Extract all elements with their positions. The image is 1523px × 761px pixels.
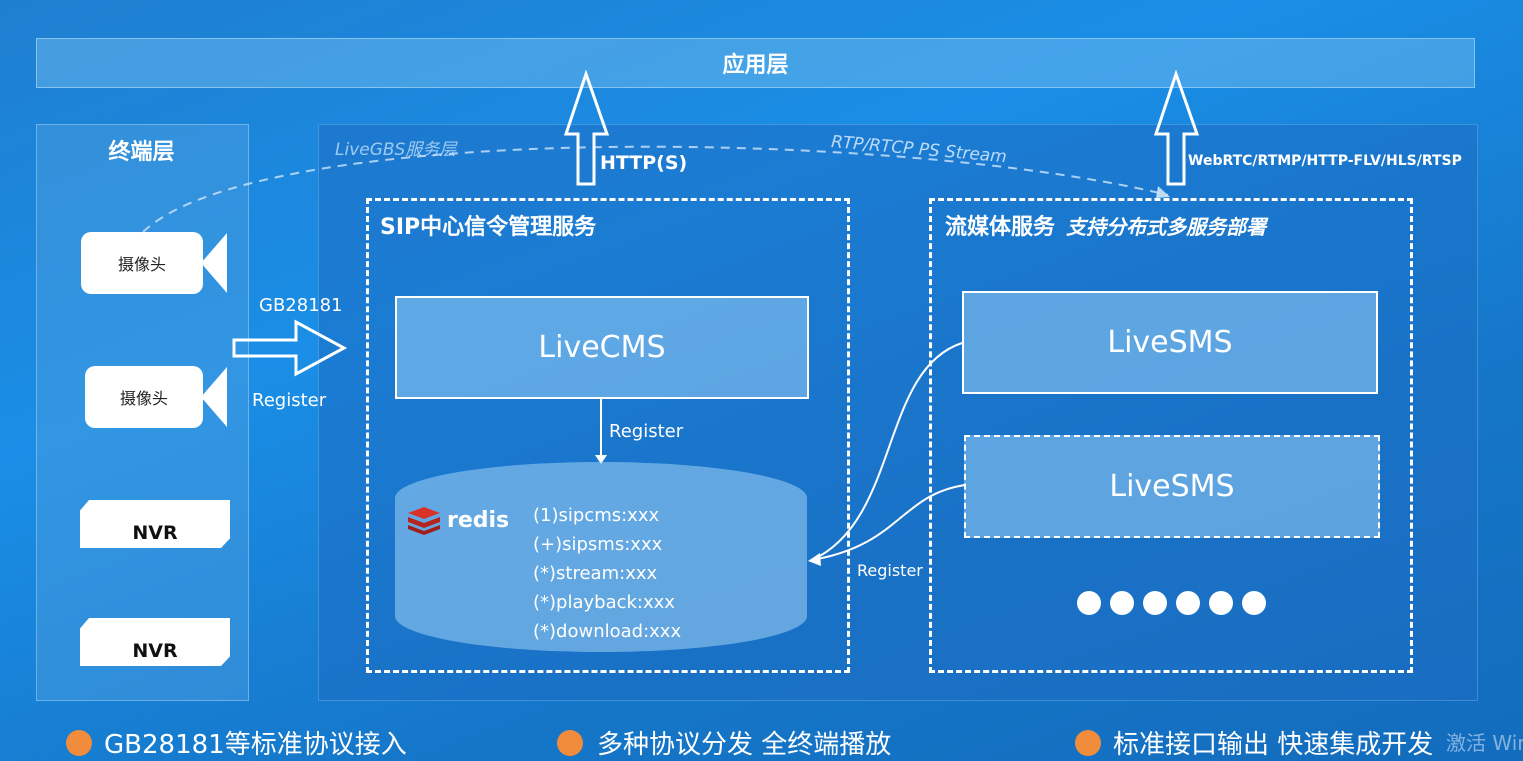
redis-key: (*)download:xxx [533, 621, 682, 642]
media-service-subtitle: 支持分布式多服务部署 [1066, 215, 1267, 239]
feature-bullet: GB28181等标准协议接入 [66, 724, 407, 761]
ellipsis-dot [1077, 591, 1101, 615]
livesms-secondary-box: LiveSMS [964, 435, 1380, 538]
register-down-arrow-icon [595, 455, 607, 464]
sip-service-box [366, 198, 850, 673]
feature-bullet: 多种协议分发 全终端播放 [557, 724, 891, 761]
rtp-arrowhead-icon [1156, 186, 1170, 198]
cms-register-label: Register [609, 421, 684, 442]
application-layer-label: 应用层 [722, 53, 789, 78]
media-service-title: 流媒体服务 [945, 215, 1056, 240]
http-up-arrow-icon [563, 69, 610, 186]
nvr-device: NVR [80, 500, 230, 548]
redis-key: (*)stream:xxx [533, 563, 658, 584]
feature-text: GB28181等标准协议接入 [104, 730, 407, 760]
rtp-stream-curve [142, 145, 1169, 233]
stream-protocols-label: WebRTC/RTMP/HTTP-FLV/HLS/RTSP [1188, 153, 1462, 169]
gb-register-label: Register [252, 390, 327, 411]
sms-register-curve [811, 484, 966, 561]
bullet-icon [66, 729, 92, 756]
bullet-icon [557, 729, 583, 756]
camera-icon [201, 233, 227, 293]
ellipsis-dot [1110, 591, 1134, 615]
http-label: HTTP(S) [600, 152, 688, 174]
redis-logo-text: redis [447, 507, 510, 533]
ellipsis-dot [1143, 591, 1167, 615]
redis-database [395, 462, 807, 652]
camera-device: 摄像头 [81, 232, 227, 294]
sip-service-title: SIP中心信令管理服务 [380, 215, 597, 240]
sms-register-label: Register [857, 561, 923, 580]
sms-register-curve [811, 342, 963, 561]
camera-icon [201, 367, 227, 427]
camera-label: 摄像头 [85, 366, 203, 428]
media-service-box [929, 198, 1413, 673]
application-layer: 应用层 [36, 38, 1475, 88]
stream-up-arrow-icon [1153, 69, 1200, 186]
redis-key: (*)playback:xxx [533, 592, 675, 613]
service-layer-title: LiveGBS服务层 [335, 140, 457, 160]
livecms-label: LiveCMS [538, 330, 666, 365]
activation-watermark: 激活 Win [1446, 731, 1523, 755]
sms-register-arrowhead-icon [808, 553, 821, 566]
terminal-layer-title: 终端层 [108, 140, 175, 165]
livesms-label: LiveSMS [1109, 469, 1235, 504]
redis-key: (+)sipsms:xxx [533, 534, 663, 555]
feature-bullet: 标准接口输出 快速集成开发 [1075, 724, 1433, 761]
redis-icon [408, 507, 440, 535]
camera-device: 摄像头 [85, 366, 227, 428]
gb28181-arrow-icon [232, 319, 348, 377]
gb28181-label: GB28181 [259, 295, 343, 316]
feature-text: 标准接口输出 快速集成开发 [1113, 730, 1434, 760]
livesms-label: LiveSMS [1107, 325, 1233, 360]
more-services-ellipsis [1077, 591, 1266, 615]
feature-text: 多种协议分发 全终端播放 [597, 730, 892, 760]
media-service-heading: 流媒体服务 支持分布式多服务部署 [945, 209, 1266, 241]
ellipsis-dot [1209, 591, 1233, 615]
redis-key: (1)sipcms:xxx [533, 505, 660, 526]
redis-logo: redis [407, 505, 509, 535]
bullet-icon [1075, 729, 1101, 756]
ellipsis-dot [1242, 591, 1266, 615]
camera-label: 摄像头 [81, 232, 203, 294]
livecms-box: LiveCMS [395, 296, 809, 399]
nvr-device: NVR [80, 618, 230, 666]
livesms-primary-box: LiveSMS [962, 291, 1378, 394]
ellipsis-dot [1176, 591, 1200, 615]
